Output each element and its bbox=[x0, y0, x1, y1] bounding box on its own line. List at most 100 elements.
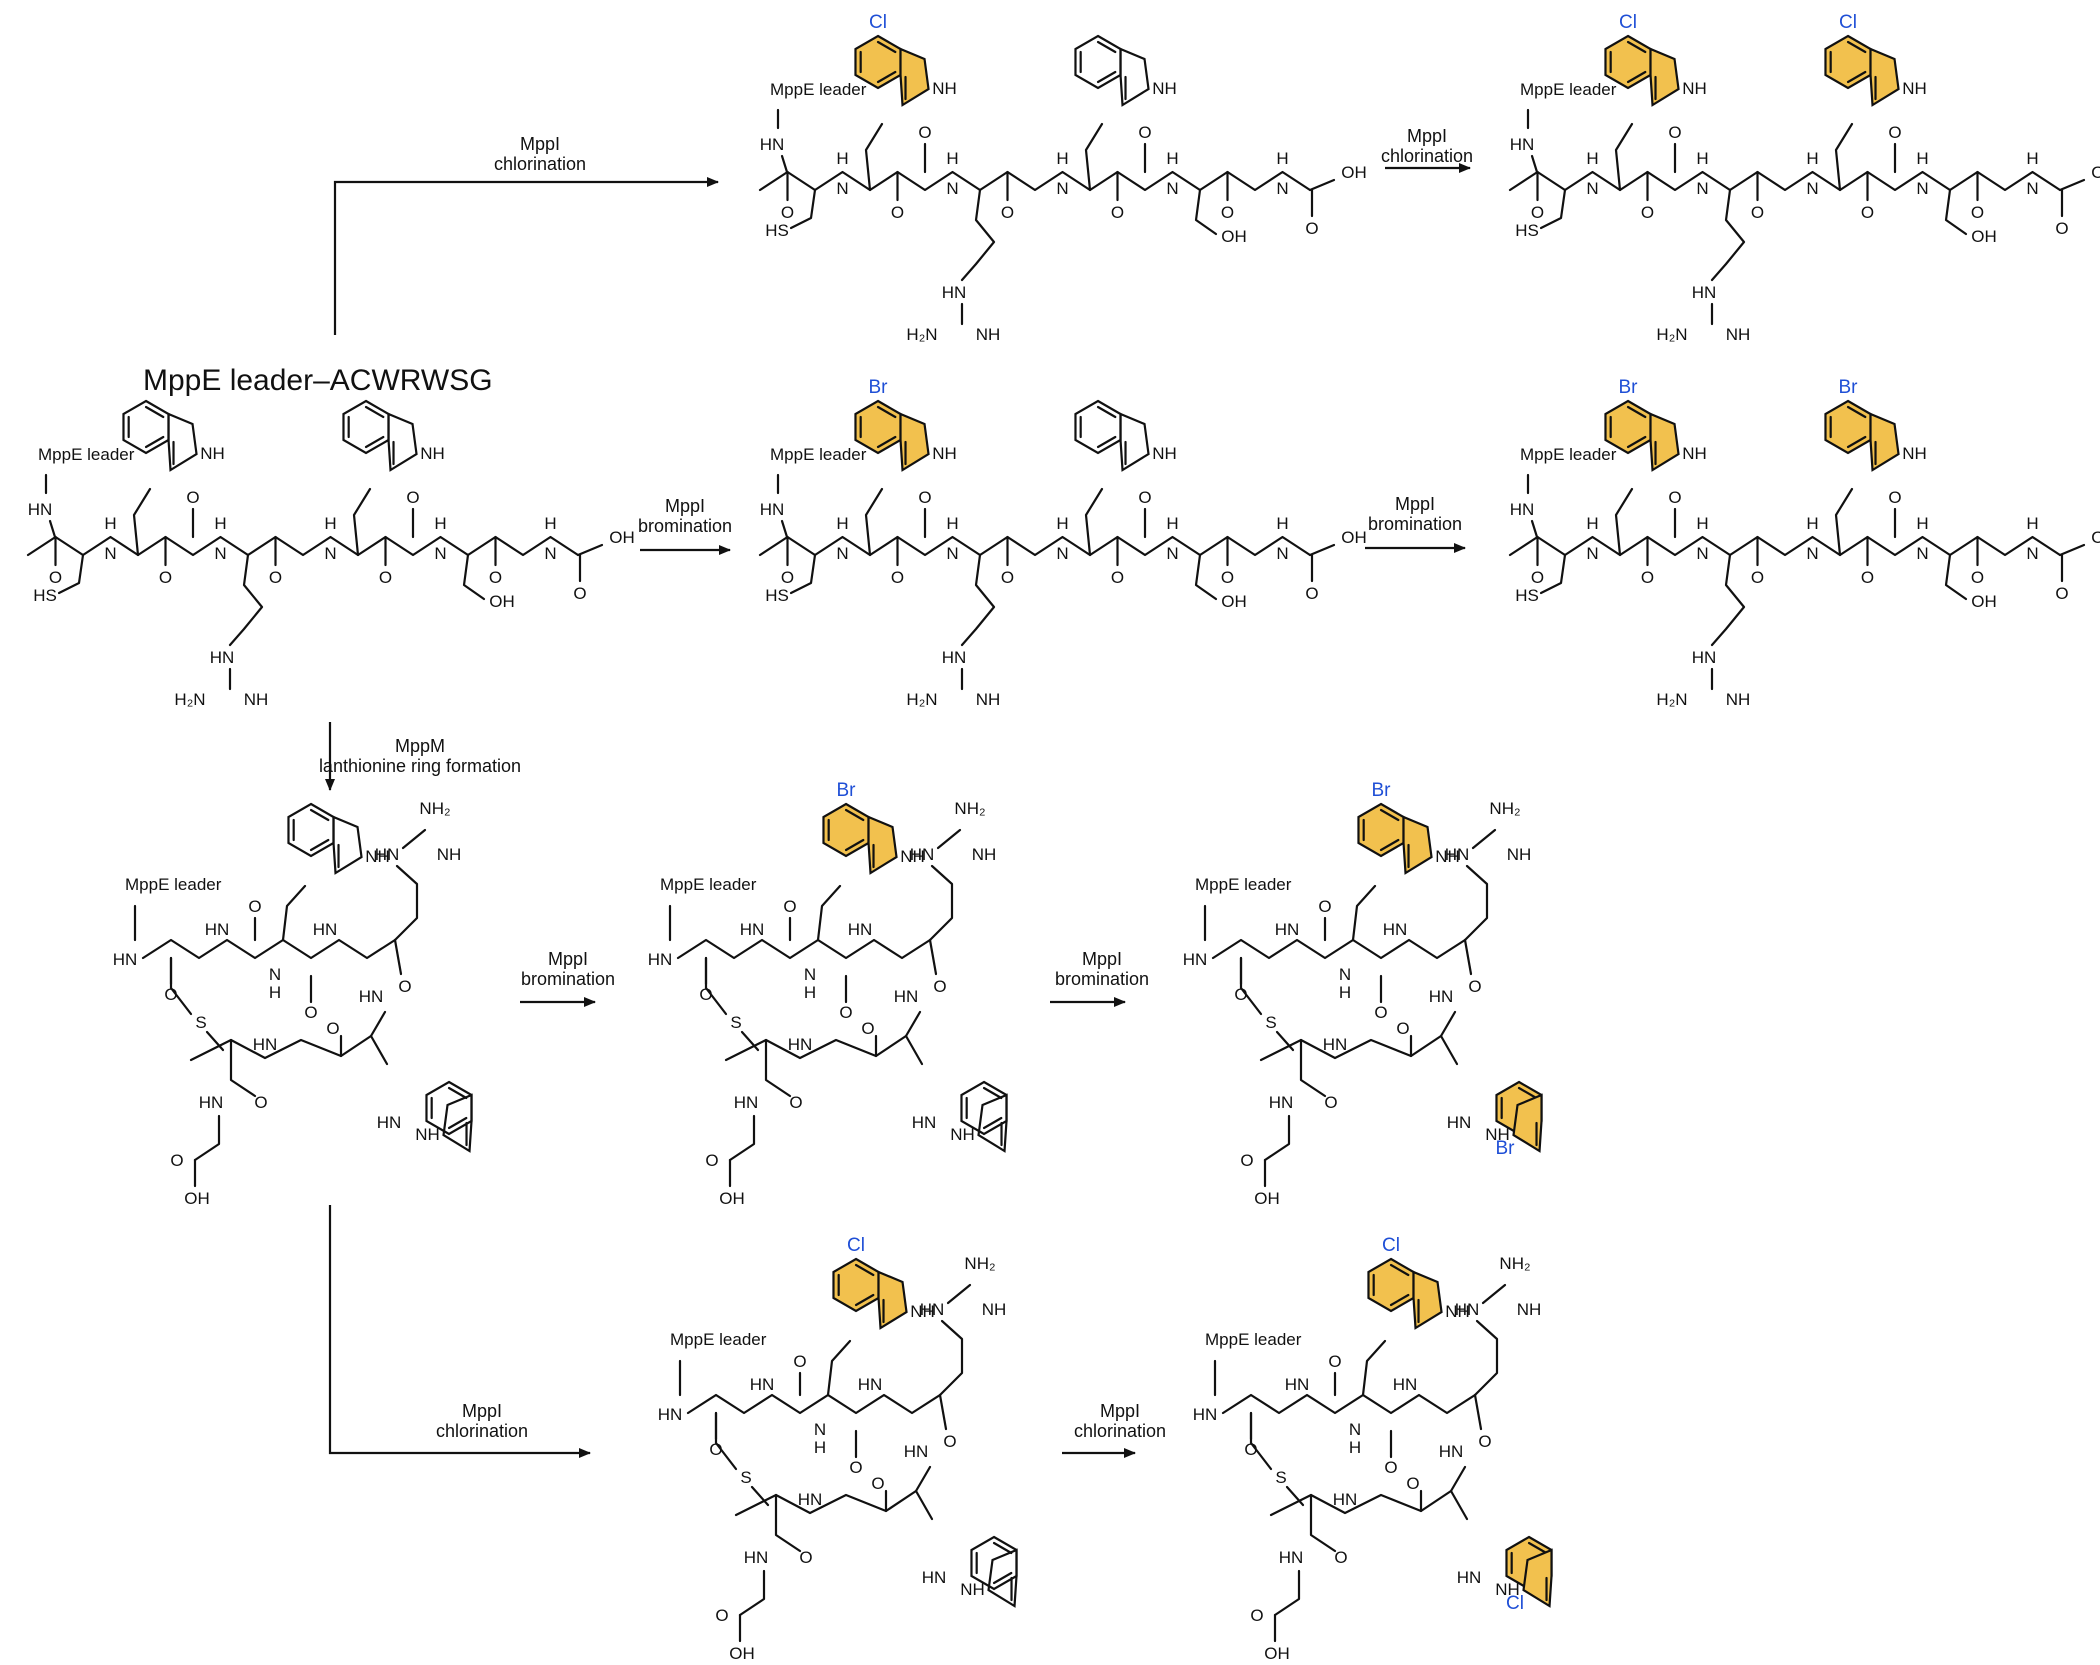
bond bbox=[1530, 519, 1539, 539]
trp-sidechain bbox=[816, 884, 842, 942]
trp-sidechain bbox=[1449, 1489, 1469, 1521]
amide-n: N bbox=[1276, 179, 1288, 198]
ser-sidechain bbox=[1194, 188, 1218, 236]
carbonyl-o: O bbox=[1234, 985, 1247, 1004]
amide-n: N bbox=[1056, 544, 1068, 563]
trp-sidechain bbox=[1614, 122, 1634, 192]
carbonyl-o: O bbox=[861, 1019, 874, 1038]
double-bond bbox=[364, 435, 385, 449]
double-bond bbox=[854, 1263, 875, 1277]
carbonyl-o: O bbox=[1221, 568, 1234, 587]
amide-nh: HN bbox=[253, 1035, 278, 1054]
cyclic-monochloro: MppE leaderHNHNNHHNOOONHClHNNH₂NHOHNHNOS… bbox=[658, 1235, 1018, 1663]
carbonyl-o: O bbox=[159, 568, 172, 587]
carbonyl-o: O bbox=[1971, 203, 1984, 222]
thiol: HS bbox=[33, 586, 57, 605]
double-bond bbox=[876, 40, 897, 54]
amide-n: N bbox=[1349, 1420, 1361, 1439]
arg-sidechain bbox=[228, 553, 264, 647]
double-bond bbox=[144, 435, 165, 449]
carbonyl-o: O bbox=[1111, 203, 1124, 222]
carbonyl-o: O bbox=[1111, 568, 1124, 587]
guanidine-nh: HN bbox=[942, 283, 967, 302]
bromo-substituent: Br bbox=[1496, 1138, 1516, 1159]
benzene-ring bbox=[342, 399, 390, 455]
amide-n: N bbox=[946, 544, 958, 563]
enzyme-label: MppI bbox=[520, 134, 560, 154]
amine: HN bbox=[760, 500, 785, 519]
trp-sidechain bbox=[369, 1034, 389, 1066]
arg-sidechain bbox=[1463, 864, 1489, 942]
guanidine-nh2: H₂N bbox=[174, 690, 205, 709]
gly-ch2 bbox=[1273, 1569, 1301, 1617]
guanidine-imine: NH bbox=[1726, 325, 1751, 344]
amide-h: H bbox=[1696, 149, 1708, 168]
carbonyl-o: O bbox=[1244, 1440, 1257, 1459]
carbonyl-o: O bbox=[1318, 897, 1331, 916]
ring-backbone-bottom bbox=[1259, 1010, 1457, 1062]
pyrrole-ring bbox=[977, 1093, 1008, 1153]
ring-backbone-top bbox=[1221, 1393, 1477, 1415]
bond bbox=[1471, 828, 1497, 850]
hydroxyl: OH bbox=[1221, 227, 1247, 246]
lanthionine-cyclic: MppE leaderHNHNNHHNOOONHHNNH₂NHOHNHNOSOH… bbox=[113, 799, 473, 1208]
guanidine-imine: NH bbox=[1517, 1300, 1542, 1319]
amide-h: H bbox=[1806, 149, 1818, 168]
carbonyl-o: O bbox=[1001, 203, 1014, 222]
carbonyl-o: O bbox=[1138, 488, 1151, 507]
double-bond bbox=[1096, 70, 1117, 84]
carbonyl-o: O bbox=[269, 568, 282, 587]
carbonyl-o: O bbox=[891, 568, 904, 587]
ring-backbone-top bbox=[686, 1393, 942, 1415]
amide-nh: HN bbox=[788, 1035, 813, 1054]
amide-h: H bbox=[214, 514, 226, 533]
double-bond bbox=[144, 405, 165, 419]
double-bond bbox=[1626, 405, 1647, 419]
pyrrole-ring bbox=[1869, 47, 1900, 107]
trp-sidechain bbox=[1084, 122, 1104, 192]
double-bond bbox=[1626, 435, 1647, 449]
c-terminus bbox=[1308, 178, 1336, 192]
amide-n: N bbox=[1586, 544, 1598, 563]
carbonyl-o: O bbox=[1751, 568, 1764, 587]
amine: HN bbox=[658, 1405, 683, 1424]
carbonyl-o: O bbox=[489, 568, 502, 587]
bond bbox=[740, 1030, 760, 1052]
bromo-substituent: Br bbox=[1372, 780, 1392, 801]
indole-nh: NH bbox=[1682, 444, 1707, 463]
carbonyl-o: O bbox=[1641, 568, 1654, 587]
indole: NH bbox=[415, 1080, 473, 1153]
carbonyl-o: O bbox=[781, 203, 794, 222]
c-terminus bbox=[1308, 543, 1336, 557]
amide-h: H bbox=[1916, 149, 1928, 168]
carbonyl-o: O bbox=[1861, 203, 1874, 222]
trp-sidechain bbox=[904, 1034, 924, 1066]
amine: HN bbox=[1183, 950, 1208, 969]
carbonyl-o: O bbox=[1396, 1019, 1409, 1038]
enzyme-label: MppI bbox=[1100, 1401, 1140, 1421]
bond bbox=[750, 1485, 770, 1507]
enzyme-label: MppI bbox=[1407, 126, 1447, 146]
amide-nh: HN bbox=[1393, 1375, 1418, 1394]
arg-sidechain bbox=[938, 1319, 964, 1397]
benzene-ring bbox=[1074, 399, 1122, 455]
leader-label: MppE leader bbox=[770, 80, 867, 99]
indole-nh: NH bbox=[365, 847, 390, 866]
double-bond bbox=[982, 1116, 1003, 1130]
guanidine-nh: HN bbox=[1692, 283, 1717, 302]
guanidine-imine: NH bbox=[437, 845, 462, 864]
ser-sidechain bbox=[462, 553, 486, 601]
gly-tail bbox=[774, 1493, 802, 1553]
trp-sidechain bbox=[914, 1489, 934, 1521]
trp-sidechain bbox=[1361, 1339, 1387, 1397]
ring-backbone-left bbox=[704, 956, 728, 1016]
pyrrole-ring bbox=[899, 412, 930, 472]
guanidine-nh2: NH₂ bbox=[1489, 799, 1520, 818]
double-bond bbox=[364, 405, 385, 419]
amide-h: H bbox=[946, 149, 958, 168]
ring-backbone-right bbox=[938, 1393, 948, 1431]
trp-sidechain bbox=[1614, 487, 1634, 557]
